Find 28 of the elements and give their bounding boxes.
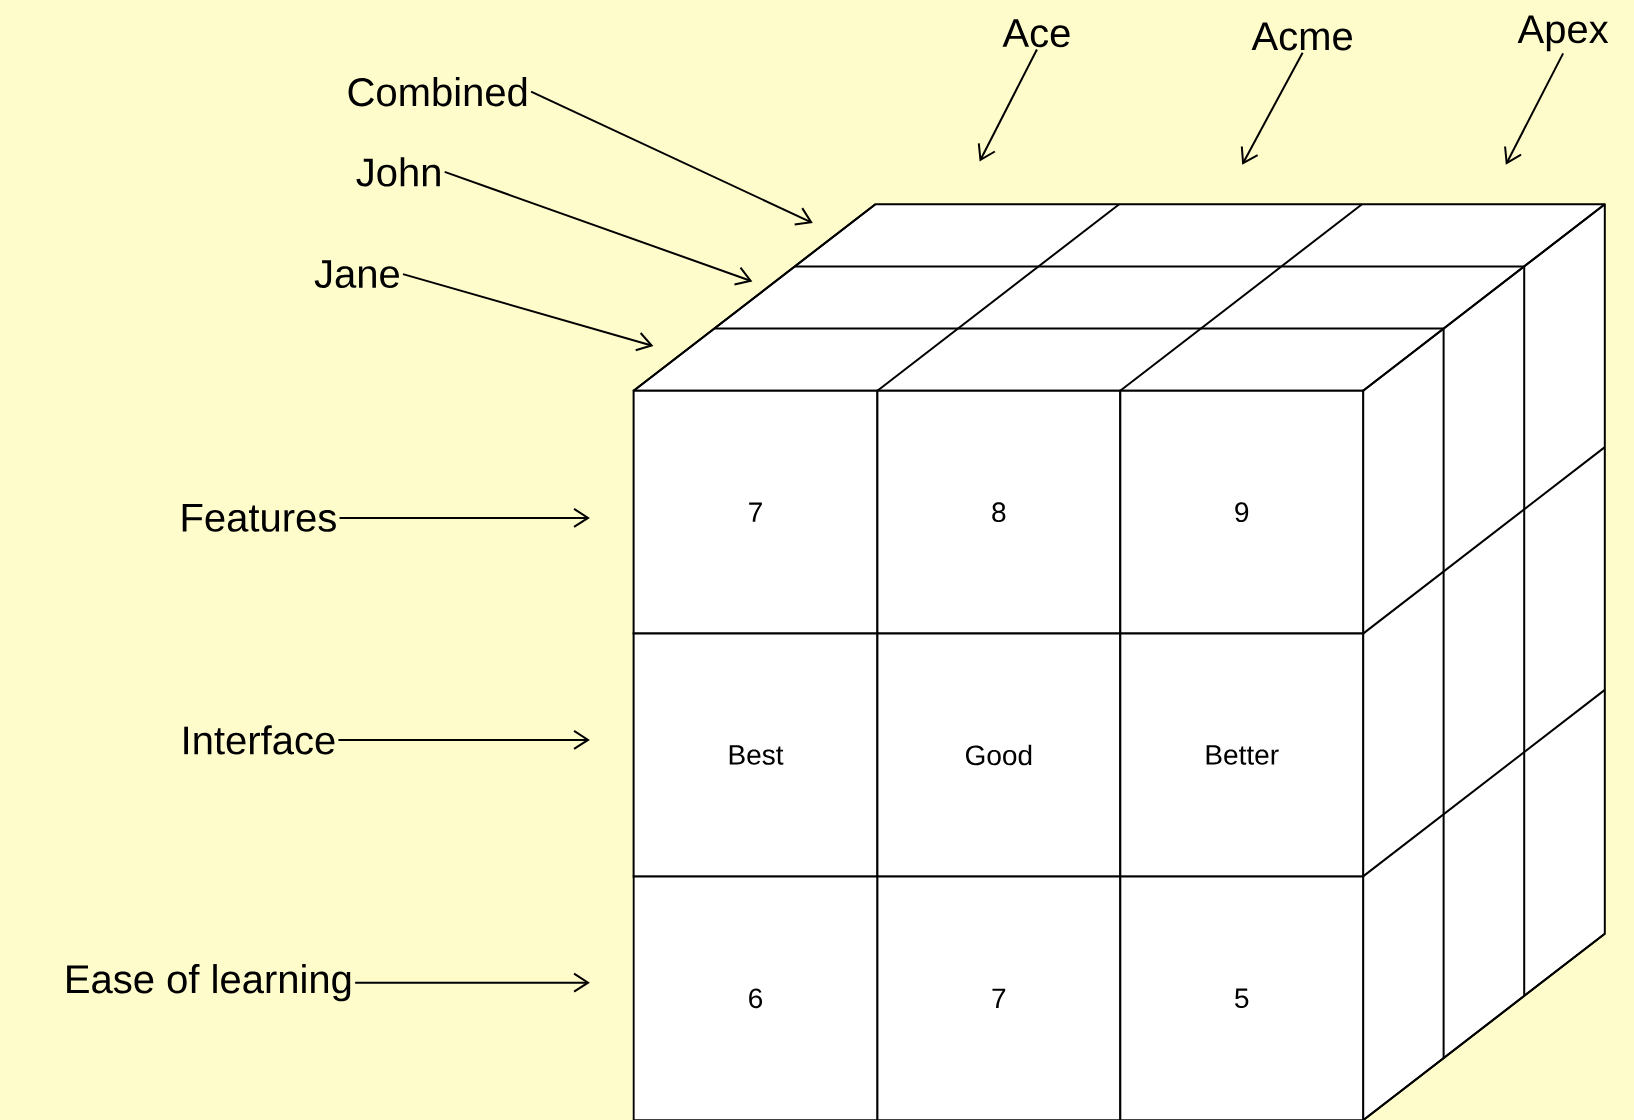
arrow — [337, 729, 590, 750]
axis-label: Combined — [348, 77, 527, 107]
arrow — [977, 48, 1038, 162]
axis-label: John — [356, 157, 440, 187]
cube-cell: 8 — [876, 389, 1122, 635]
arrow — [443, 170, 753, 286]
axis-label: Acme — [1251, 22, 1352, 51]
cube-cell: Best — [632, 632, 879, 878]
axis-label: Jane — [314, 260, 399, 289]
arrow — [401, 273, 654, 352]
arrow — [1504, 52, 1565, 165]
arrow — [338, 507, 590, 528]
axis-label: Ace — [1002, 19, 1070, 48]
cube-cell: Good — [876, 632, 1122, 878]
axis-label: Interface — [184, 725, 335, 755]
axis-label: Features — [182, 503, 336, 532]
arrow — [1240, 51, 1304, 165]
cube-cell: 6 — [632, 875, 879, 1120]
cube-cell: 9 — [1119, 389, 1365, 635]
cube-cell: Better — [1119, 632, 1365, 878]
node-label: 7 — [992, 988, 1006, 1008]
cube-cell: 5 — [1119, 875, 1365, 1120]
arrow — [354, 972, 590, 993]
cube-cell: 7 — [876, 875, 1122, 1120]
arrow — [530, 90, 813, 226]
axis-label: Ease of learning — [67, 964, 351, 1002]
cube-cell: 7 — [632, 389, 879, 635]
axis-label: Apex — [1517, 15, 1609, 52]
